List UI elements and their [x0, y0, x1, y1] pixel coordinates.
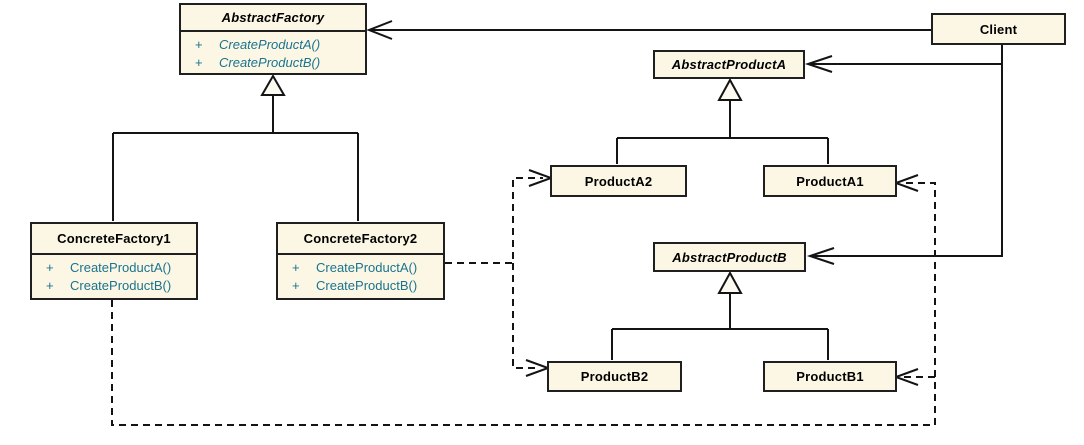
method-row: + CreateProductB()	[195, 54, 361, 72]
class-title: ConcreteFactory1	[57, 231, 171, 246]
method-row: + CreateProductA()	[195, 36, 361, 54]
class-title: AbstractProductB	[672, 249, 787, 265]
class-title: ProductA2	[584, 173, 653, 189]
class-concrete-factory1[interactable]: ConcreteFactory1 + CreateProductA() + Cr…	[30, 222, 198, 300]
methods-compartment: + CreateProductA() + CreateProductB()	[181, 30, 365, 74]
visibility-symbol: +	[195, 37, 203, 52]
class-client[interactable]: Client	[931, 13, 1066, 45]
class-title: Client	[979, 21, 1018, 37]
methods-compartment: + CreateProductA() + CreateProductB()	[278, 253, 443, 297]
class-title: ProductA1	[796, 173, 864, 189]
class-abstract-factory[interactable]: AbstractFactory + CreateProductA() + Cre…	[179, 3, 367, 75]
association-client-abstractproductb	[806, 247, 835, 265]
method-row: + CreateProductA()	[292, 259, 439, 277]
method-name: CreateProductA()	[219, 37, 321, 52]
visibility-symbol: +	[195, 55, 203, 70]
class-title: ProductB2	[580, 369, 649, 384]
visibility-symbol: +	[292, 278, 300, 293]
class-abstract-product-b[interactable]: AbstractProductB	[653, 242, 806, 272]
class-title: ProductB1	[796, 369, 864, 384]
method-name: CreateProductB()	[70, 278, 172, 293]
method-name: CreateProductB()	[219, 55, 321, 70]
method-row: + CreateProductA()	[46, 259, 192, 277]
association-client-abstractproducta	[804, 45, 1003, 257]
class-title: ConcreteFactory2	[303, 231, 418, 246]
methods-compartment: + CreateProductA() + CreateProductB()	[32, 253, 196, 297]
association-client-abstractfactory	[366, 20, 931, 40]
class-product-a1[interactable]: ProductA1	[763, 165, 897, 197]
dependency-concretefactory2	[445, 169, 554, 377]
class-title: AbstractFactory	[221, 10, 325, 25]
method-name: CreateProductA()	[70, 260, 172, 275]
method-name: CreateProductA()	[316, 260, 418, 275]
class-abstract-product-a[interactable]: AbstractProductA	[653, 50, 805, 79]
visibility-symbol: +	[292, 260, 300, 275]
generalization-products-a	[616, 77, 829, 164]
method-row: + CreateProductB()	[292, 277, 439, 295]
class-product-b1[interactable]: ProductB1	[763, 361, 897, 392]
class-product-a2[interactable]: ProductA2	[550, 165, 687, 197]
generalization-products-b	[611, 270, 829, 360]
class-concrete-factory2[interactable]: ConcreteFactory2 + CreateProductA() + Cr…	[276, 222, 445, 300]
class-title: AbstractProductA	[671, 57, 787, 72]
class-product-b2[interactable]: ProductB2	[547, 361, 682, 392]
generalization-factories	[112, 74, 359, 221]
visibility-symbol: +	[46, 278, 54, 293]
method-row: + CreateProductB()	[46, 277, 192, 295]
visibility-symbol: +	[46, 260, 54, 275]
method-name: CreateProductB()	[316, 278, 418, 293]
